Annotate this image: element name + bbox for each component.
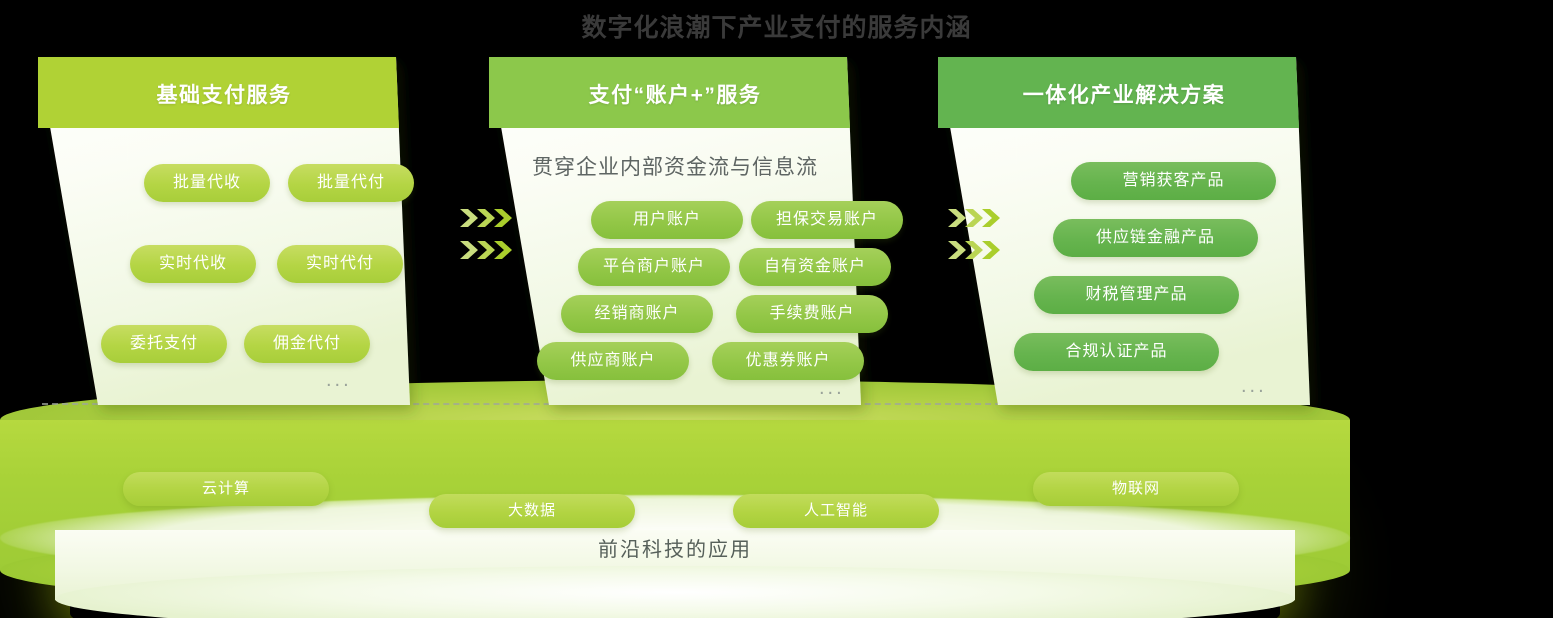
chevrons-icon — [948, 209, 1000, 259]
pill-compliance-certification-product[interactable]: 合规认证产品 — [1014, 333, 1219, 371]
panel-account-plus-header: 支付“账户+”服务 — [588, 84, 762, 107]
pill-fee-account[interactable]: 手续费账户 — [736, 295, 888, 333]
chevrons-icon — [460, 209, 512, 259]
panel-account-plus: 支付“账户+”服务 贯穿企业内部资金流与信息流 用户账户 担保交易账户 平台商户… — [489, 57, 903, 407]
panel-basic-payment-shape — [38, 57, 410, 405]
pill-dealer-account[interactable]: 经销商账户 — [561, 295, 713, 333]
tech-pill-iot[interactable]: 物联网 — [1033, 472, 1239, 506]
pill-escrow-account[interactable]: 担保交易账户 — [751, 201, 903, 239]
pill-marketing-acquisition-product[interactable]: 营销获客产品 — [1071, 162, 1276, 200]
tech-pill-ai[interactable]: 人工智能 — [733, 494, 939, 528]
pill-supplier-account[interactable]: 供应商账户 — [537, 342, 689, 380]
tech-pill-cloud[interactable]: 云计算 — [123, 472, 329, 506]
panel-basic-payment-ellipsis: ... — [326, 369, 352, 391]
tech-pill-bigdata[interactable]: 大数据 — [429, 494, 635, 528]
arrow-panel2-to-panel3 — [948, 207, 1010, 269]
panel-account-plus-subtitle: 贯穿企业内部资金流与信息流 — [532, 156, 818, 179]
panel-integrated-solution: 一体化产业解决方案 营销获客产品 供应链金融产品 财税管理产品 合规认证产品 .… — [938, 57, 1310, 407]
panel-account-plus-ellipsis: ... — [819, 377, 845, 399]
pill-batch-collect[interactable]: 批量代收 — [144, 164, 270, 202]
pill-realtime-payout[interactable]: 实时代付 — [277, 245, 403, 283]
panel-integrated-solution-header: 一体化产业解决方案 — [1022, 84, 1226, 107]
pill-own-funds-account[interactable]: 自有资金账户 — [739, 248, 891, 286]
pill-user-account[interactable]: 用户账户 — [591, 201, 743, 239]
panel-basic-payment: 基础支付服务 批量代收 批量代付 实时代收 实时代付 委托支付 佣金代付 ... — [38, 57, 414, 407]
pill-realtime-collect[interactable]: 实时代收 — [130, 245, 256, 283]
pill-platform-merchant-account[interactable]: 平台商户账户 — [578, 248, 730, 286]
pill-coupon-account[interactable]: 优惠券账户 — [712, 342, 864, 380]
panel-integrated-solution-ellipsis: ... — [1241, 375, 1267, 397]
pill-batch-payout[interactable]: 批量代付 — [288, 164, 414, 202]
pill-supply-chain-finance-product[interactable]: 供应链金融产品 — [1053, 219, 1258, 257]
pill-entrusted-payment[interactable]: 委托支付 — [101, 325, 227, 363]
platform-inner-bottom — [55, 566, 1295, 618]
arrow-panel1-to-panel2 — [460, 207, 522, 269]
pill-commission-payout[interactable]: 佣金代付 — [244, 325, 370, 363]
pill-tax-management-product[interactable]: 财税管理产品 — [1034, 276, 1239, 314]
panel-basic-payment-header: 基础支付服务 — [156, 84, 292, 107]
platform-caption: 前沿科技的应用 — [598, 539, 752, 561]
page-title: 数字化浪潮下产业支付的服务内涵 — [581, 14, 972, 42]
